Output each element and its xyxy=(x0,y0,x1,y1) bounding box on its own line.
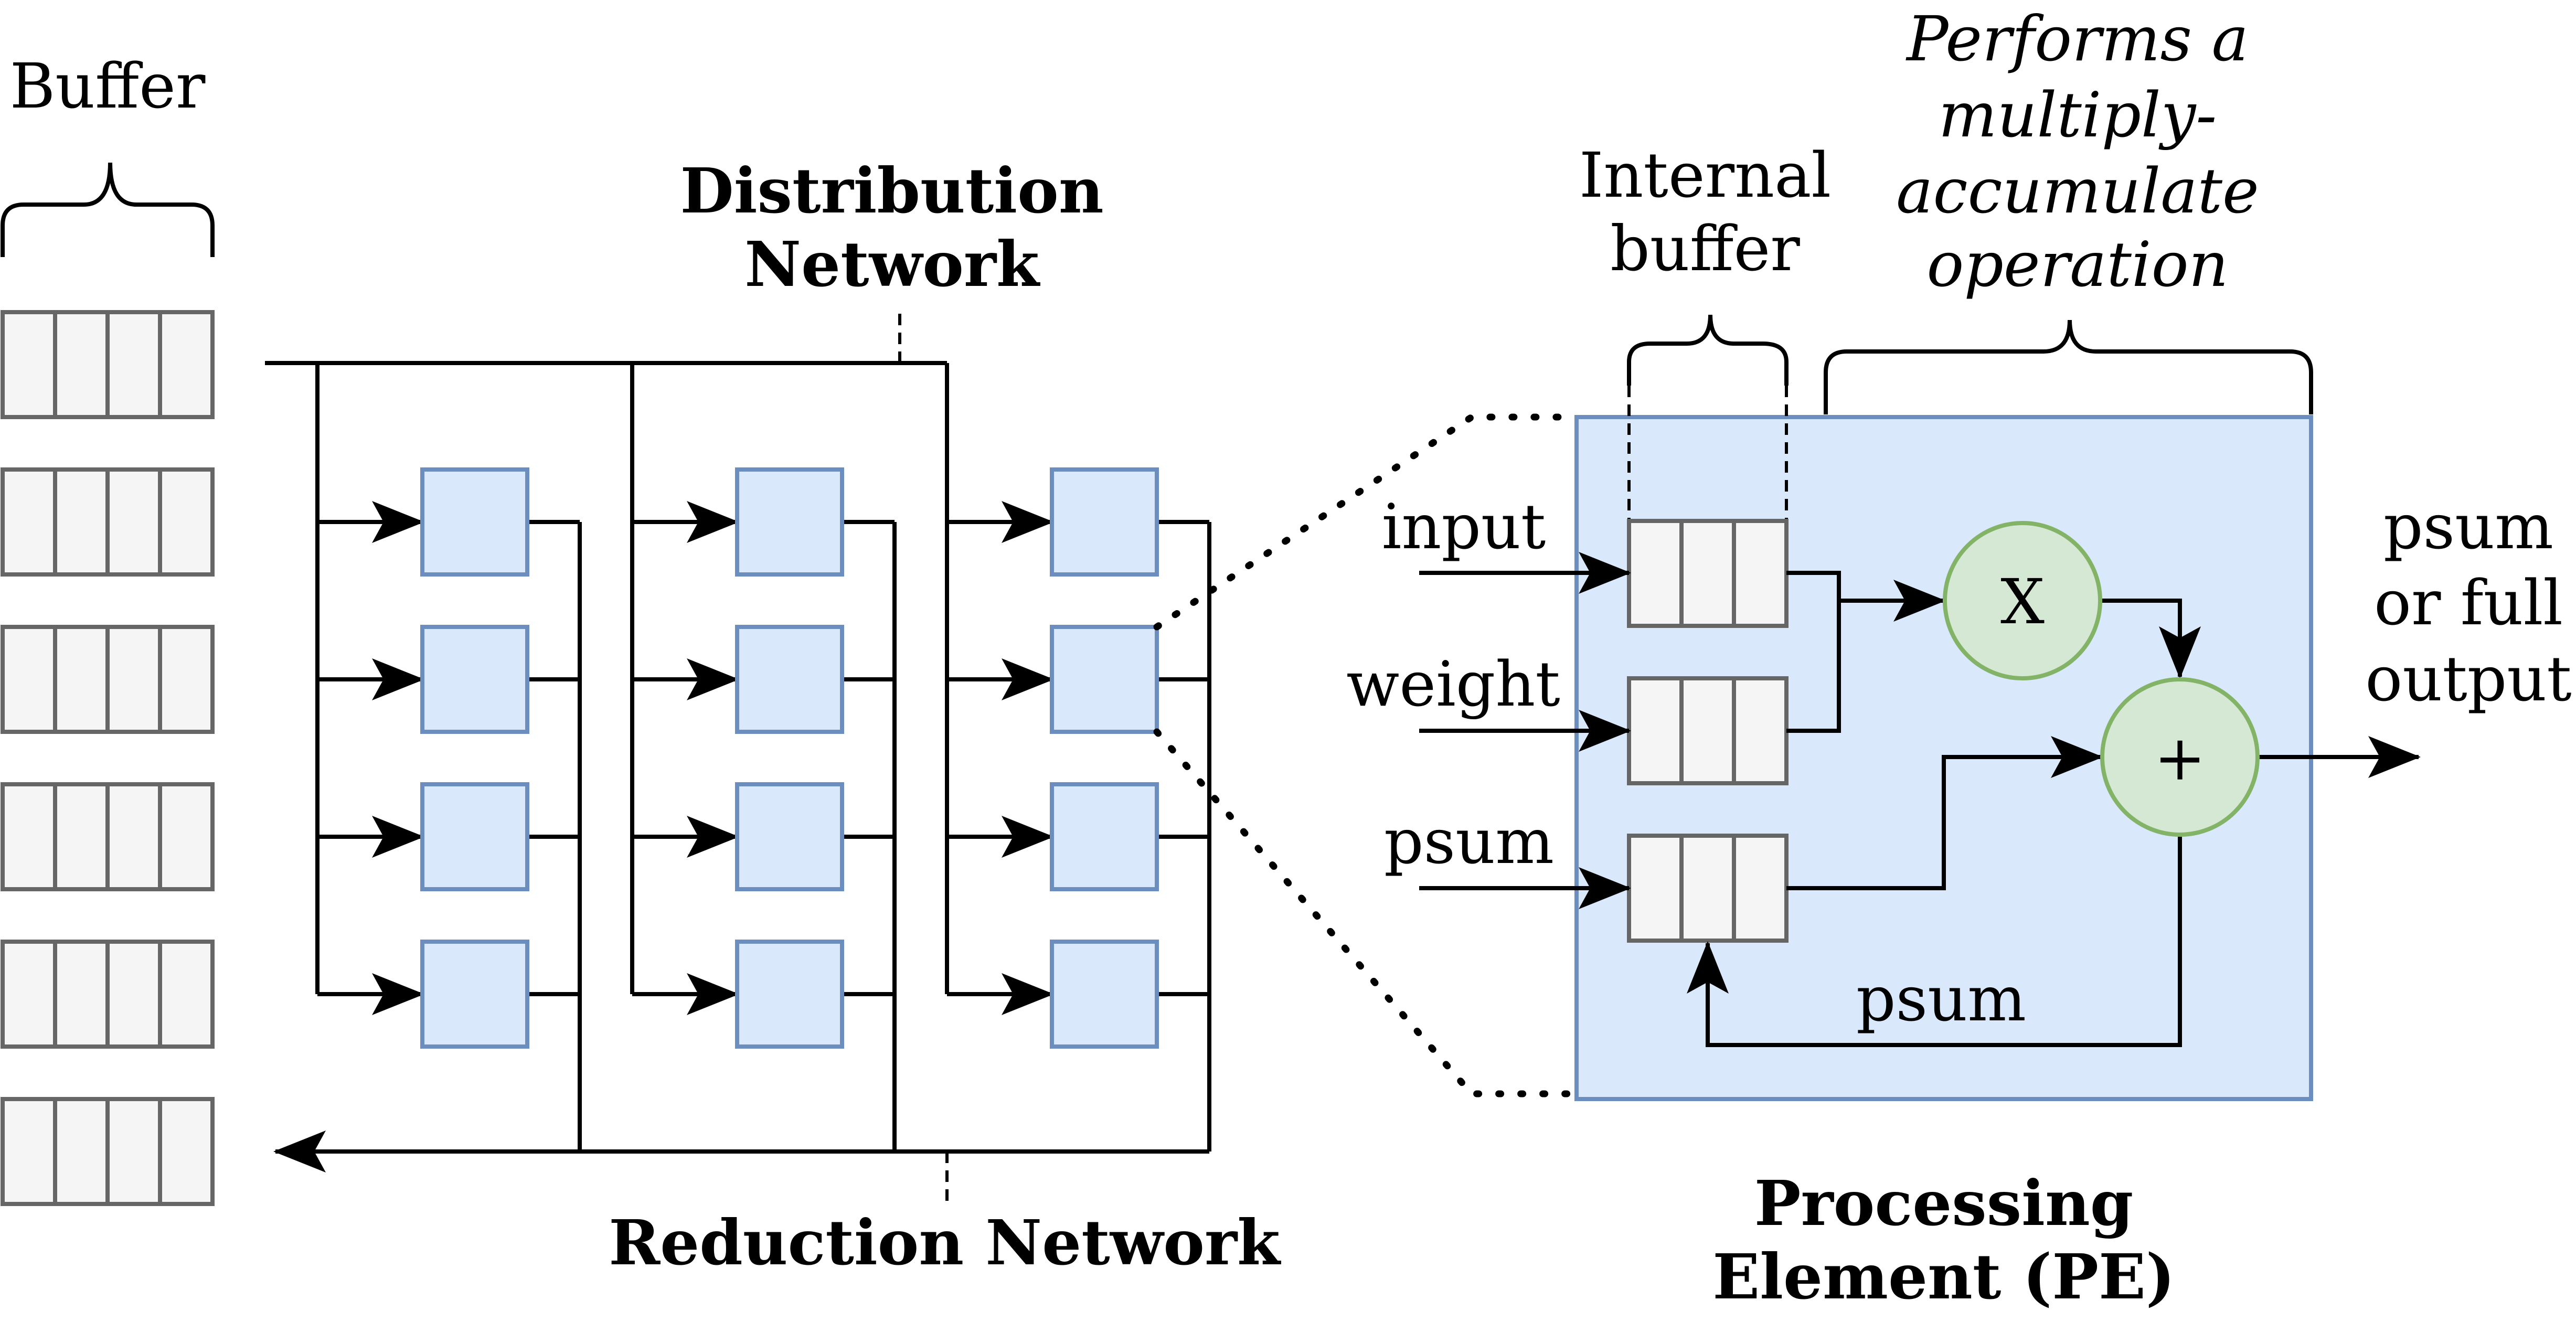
multiply-operator-symbol: X xyxy=(2000,566,2045,638)
output-label-line2: or full xyxy=(2374,567,2563,639)
internal-buffer-label-line2: buffer xyxy=(1610,212,1800,285)
add-operator-symbol: + xyxy=(2154,722,2206,794)
buffer-row xyxy=(1,1097,215,1206)
pe-title-line2: Element (PE) xyxy=(1712,1240,2175,1313)
output-label-line3: output xyxy=(2365,643,2571,715)
multiply-to-add-arrow xyxy=(2101,599,2201,679)
processing-element xyxy=(735,625,844,734)
processing-element xyxy=(420,625,529,734)
pe-title-line1: Processing xyxy=(1754,1167,2134,1240)
distribution-label-line1: Distribution xyxy=(680,154,1103,227)
processing-element xyxy=(420,467,529,577)
psum-in-label: psum xyxy=(1384,805,1554,878)
processing-element xyxy=(735,782,844,891)
mac-label-line1: Performs a xyxy=(1906,3,2249,75)
internal-buffer-label-line1: Internal xyxy=(1579,139,1831,211)
processing-element xyxy=(1050,782,1159,891)
mac-label-line2: multiply- xyxy=(1939,79,2217,151)
internal-buffer-frame xyxy=(1627,676,1789,785)
buffer-label: Buffer xyxy=(10,50,206,122)
output-label-line1: psum xyxy=(2383,491,2553,563)
reduction-label: Reduction Network xyxy=(609,1206,1281,1279)
internal-buffer xyxy=(1627,834,1789,943)
psum-to-add-arrow xyxy=(1786,736,2103,890)
buffer-row xyxy=(1,782,215,891)
internal-buffer xyxy=(1627,519,1789,628)
processing-element xyxy=(1050,625,1159,734)
zoom-indicator xyxy=(1153,413,1578,1097)
merge-wire xyxy=(1786,571,1841,733)
add-operator xyxy=(2100,677,2260,837)
zoom-line-bottom xyxy=(1153,728,1578,1097)
mac-brace xyxy=(1824,319,2313,414)
buffer-row xyxy=(1,625,215,734)
internal-buffer-frame xyxy=(1627,834,1789,943)
weight-label: weight xyxy=(1346,648,1560,720)
buffer-row xyxy=(1,310,215,419)
multiply-operator xyxy=(1943,521,2102,680)
processing-element xyxy=(735,940,844,1049)
processing-element xyxy=(735,467,844,577)
buffer-brace xyxy=(1,162,215,257)
processing-element xyxy=(420,782,529,891)
internal-buffer-brace xyxy=(1627,314,1789,386)
internal-buffer-frame xyxy=(1627,519,1789,628)
reduction-network: Reduction Network xyxy=(273,1131,1281,1279)
buffer-row xyxy=(1,940,215,1049)
mac-label-line4: operation xyxy=(1926,228,2228,301)
buffer-row xyxy=(1,467,215,577)
processing-element xyxy=(1050,467,1159,577)
psum-feedback-arrow xyxy=(1687,837,2182,1047)
internal-buffer xyxy=(1627,676,1789,785)
global-buffer: Buffer xyxy=(1,50,215,1206)
input-label: input xyxy=(1382,491,1546,563)
distribution-label-line2: Network xyxy=(744,228,1040,301)
mac-label-line3: accumulate xyxy=(1896,155,2259,227)
pe-detail: Internal buffer Performs a multiply- acc… xyxy=(1346,3,2571,1313)
zoom-line-top xyxy=(1153,413,1578,631)
pe-array xyxy=(315,363,1211,1152)
internal-buffers xyxy=(1627,519,1789,943)
processing-element xyxy=(1050,940,1159,1049)
distribution-network: Distribution Network xyxy=(265,154,1211,1152)
processing-element xyxy=(420,940,529,1049)
psum-feedback-label: psum xyxy=(1856,963,2026,1035)
buffer-rows xyxy=(1,310,215,1206)
